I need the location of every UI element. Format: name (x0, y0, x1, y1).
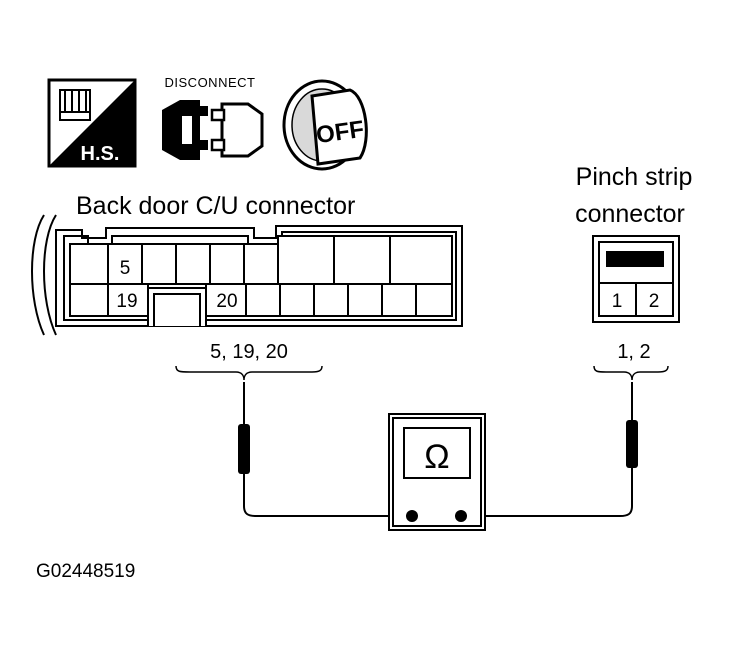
harness-label: H.S. (81, 143, 120, 165)
back-door-probe-label: 5, 19, 20 (210, 341, 288, 363)
ignition-off-label: OFF (314, 116, 365, 149)
pinch-strip-title-line1: Pinch strip (576, 163, 693, 191)
meter-terminal-positive (455, 510, 467, 522)
back-door-connector: 5 19 20 (31, 214, 463, 336)
left-probe (238, 382, 250, 474)
ohm-symbol: Ω (424, 438, 449, 476)
pin-19-label: 19 (116, 291, 137, 312)
pinch-strip-title-line2: connector (575, 200, 685, 228)
pin-1-label: 1 (612, 291, 623, 312)
pinch-strip-brace (593, 365, 669, 381)
pinch-strip-probe-label: 1, 2 (617, 341, 650, 363)
meter-terminal-negative (406, 510, 418, 522)
pin-2-label: 2 (649, 291, 660, 312)
pin-5-label: 5 (120, 258, 131, 279)
left-test-lead (243, 474, 410, 517)
pinch-strip-connector: 1 2 (592, 235, 680, 323)
disconnect-label: DISCONNECT (165, 75, 256, 90)
disconnect-icon: DISCONNECT (162, 75, 264, 160)
ignition-off-icon: OFF (282, 79, 368, 171)
right-test-lead (462, 468, 633, 517)
back-door-brace (175, 365, 323, 381)
back-door-connector-title: Back door C/U connector (76, 192, 355, 220)
pin-20-label: 20 (216, 291, 237, 312)
right-probe (626, 382, 638, 468)
ohmmeter: Ω (388, 413, 486, 531)
figure-id: G02448519 (36, 561, 135, 582)
harness-connector-icon: H.S. (47, 78, 137, 168)
